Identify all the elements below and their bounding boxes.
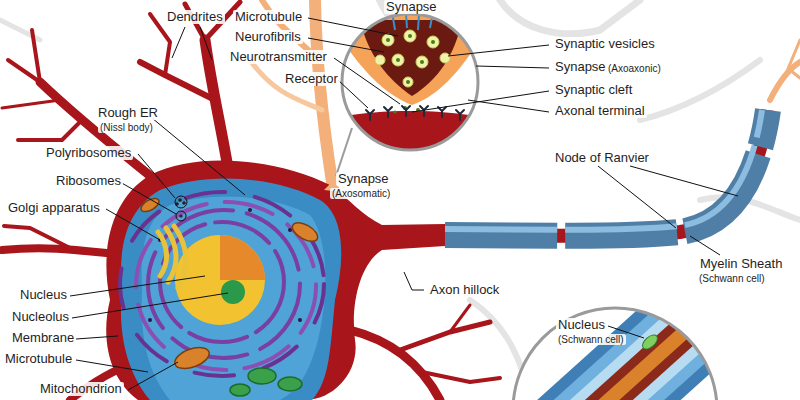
cell-body [106, 161, 445, 400]
part-label: Ribosomes [54, 174, 123, 188]
part-subtitle: (Axoaxonic) [606, 63, 663, 74]
part-label: Node of Ranvier [553, 151, 651, 165]
myelin-segments [445, 110, 768, 236]
part-label: Axon hillock [428, 283, 501, 297]
cytoplasm-inner [142, 197, 326, 400]
myelin-detail [510, 300, 720, 400]
part-label: Mitochondrion [38, 382, 124, 396]
nucleus [175, 235, 265, 325]
part-label: Microtubule [3, 352, 74, 366]
part-label: Synapse [553, 60, 608, 74]
part-label: Membrane [10, 331, 76, 345]
part-subtitle: (Nissl body) [98, 122, 155, 133]
cytoplasm [121, 179, 341, 400]
nucleolus [221, 280, 245, 304]
myelin-highlight [445, 110, 762, 230]
part-label: Neurotransmitter [228, 50, 329, 64]
magnifier-ring [513, 308, 717, 400]
part-label: Receptor [283, 72, 340, 86]
part-label: Rough ER [96, 106, 160, 120]
other-neuron [250, 0, 800, 182]
part-label: Synapse [336, 172, 391, 186]
part-subtitle: (Schwann cell) [556, 334, 626, 345]
golgi-apparatus [158, 226, 186, 288]
part-label: Microtubule [233, 10, 304, 24]
leader-lines [70, 18, 738, 390]
part-subtitle: (Axosomatic) [330, 188, 392, 199]
callout-circle [175, 196, 187, 208]
axon-core [440, 110, 768, 236]
part-subtitle: (Schwann cell) [697, 273, 767, 284]
magnifier-ring [342, 14, 478, 150]
synapse-detail [330, 0, 490, 160]
part-label: Synaptic vesicles [553, 37, 657, 51]
part-label: Nucleus [18, 288, 69, 302]
magnifier-link [336, 128, 352, 176]
er-ribosomes [148, 208, 302, 352]
part-label: Axonal terminal [553, 104, 647, 118]
part-label: Synapse [384, 0, 439, 14]
part-label: Golgi apparatus [6, 201, 102, 215]
part-label: Myelin Sheath [698, 257, 784, 271]
callout-circle [176, 211, 186, 221]
mitochondria [139, 196, 321, 373]
part-label: Dendrites [165, 10, 225, 24]
dendrites [2, 2, 500, 400]
part-label: Nucleolus [10, 310, 71, 324]
cell-organelles [230, 368, 302, 396]
part-label: Neurofibrils [233, 30, 303, 44]
part-label: Polyribosomes [44, 146, 133, 160]
nucleus-cutaway [220, 235, 265, 280]
part-label: Nucleus [556, 318, 607, 332]
part-label: Synaptic cleft [553, 83, 634, 97]
